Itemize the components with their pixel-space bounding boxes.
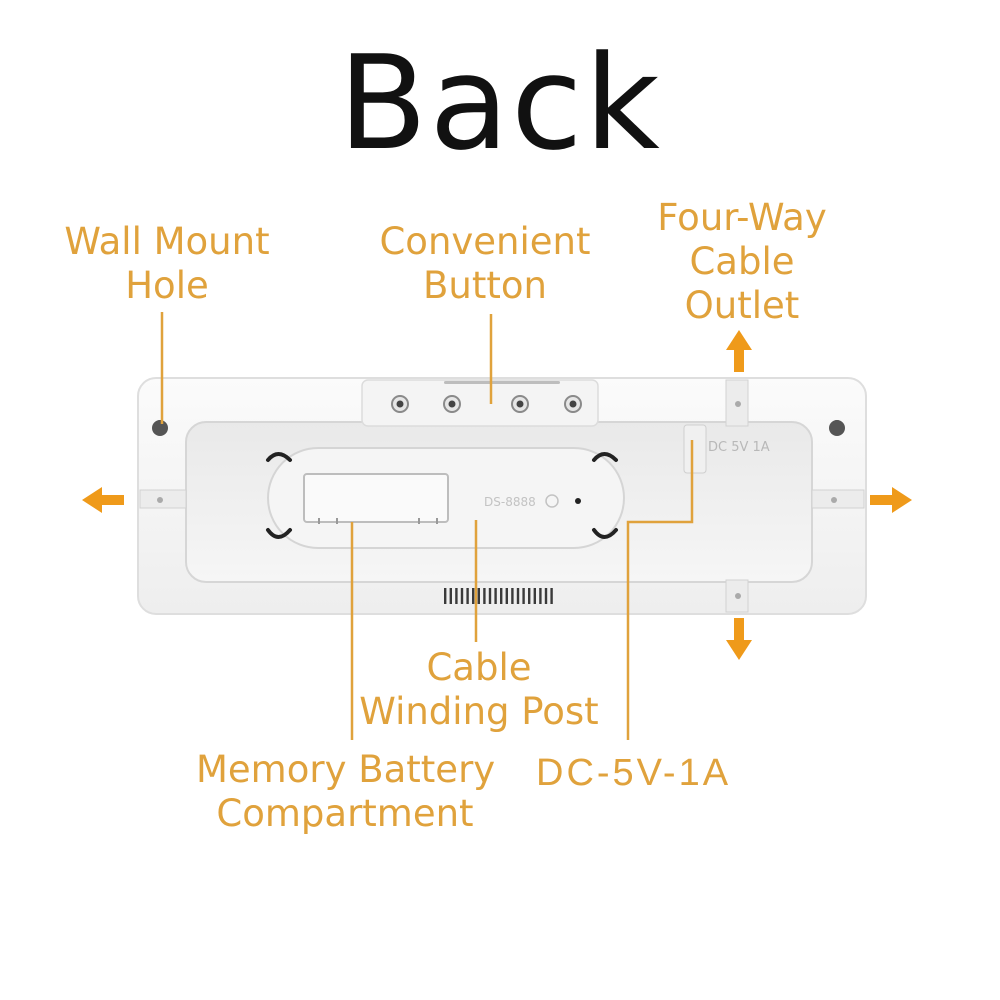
- vent-slit: [544, 588, 548, 604]
- label-dc-5v-1a: DC-5V-1A: [536, 752, 732, 794]
- cable-slot-top: [725, 379, 749, 427]
- arrow-icons: [82, 330, 912, 660]
- vent-slit: [477, 588, 480, 604]
- arrow-down-icon: [726, 618, 752, 660]
- vent-slit: [488, 588, 492, 604]
- label-wall-mount-hole: Wall Mount Hole: [64, 220, 270, 307]
- convenient-buttons: [391, 395, 582, 413]
- leader-lines: [160, 312, 694, 740]
- vent-slit: [533, 588, 536, 604]
- vent-slit: [550, 588, 553, 604]
- wall-mount-hole-right: [829, 420, 845, 436]
- vent-slit: [528, 588, 531, 604]
- model-print: DS-8888: [484, 495, 536, 509]
- arrow-left-icon: [82, 487, 124, 513]
- label-memory-battery-compartment: Memory Battery Compartment: [196, 748, 496, 835]
- button-strip: [361, 379, 599, 427]
- winding-clips: [266, 452, 618, 539]
- page-title: Back: [338, 27, 662, 179]
- label-convenient-button: Convenient Button: [379, 220, 591, 307]
- vent-slit: [472, 588, 475, 604]
- vent-slit: [455, 588, 458, 604]
- top-vent: [444, 381, 560, 384]
- bottom-vent: [444, 588, 553, 604]
- vent-slit: [483, 588, 486, 604]
- arrow-up-icon: [726, 330, 752, 372]
- cable-slot-bottom: [725, 579, 749, 613]
- cable-slot-left: [139, 489, 187, 509]
- vent-slit: [539, 588, 542, 604]
- wall-mount-hole-left: [152, 420, 168, 436]
- vent-slit: [511, 588, 514, 604]
- dc-jack: [683, 424, 707, 474]
- vent-slit: [449, 588, 452, 604]
- vent-slit: [460, 588, 464, 604]
- dc-small-print: DC 5V 1A: [708, 440, 770, 455]
- label-cable-winding-post: Cable Winding Post: [359, 646, 599, 733]
- vent-slit: [516, 588, 520, 604]
- vent-slit: [444, 588, 447, 604]
- vent-slit: [500, 588, 503, 604]
- vent-slit: [494, 588, 497, 604]
- cable-slot-right: [811, 489, 865, 509]
- vent-slit: [522, 588, 525, 604]
- vent-slit: [505, 588, 508, 604]
- arrow-right-icon: [870, 487, 912, 513]
- battery-compartment: [303, 473, 449, 523]
- vent-slit: [466, 588, 469, 604]
- label-four-way-cable-outlet: Four-Way Cable Outlet: [657, 196, 827, 327]
